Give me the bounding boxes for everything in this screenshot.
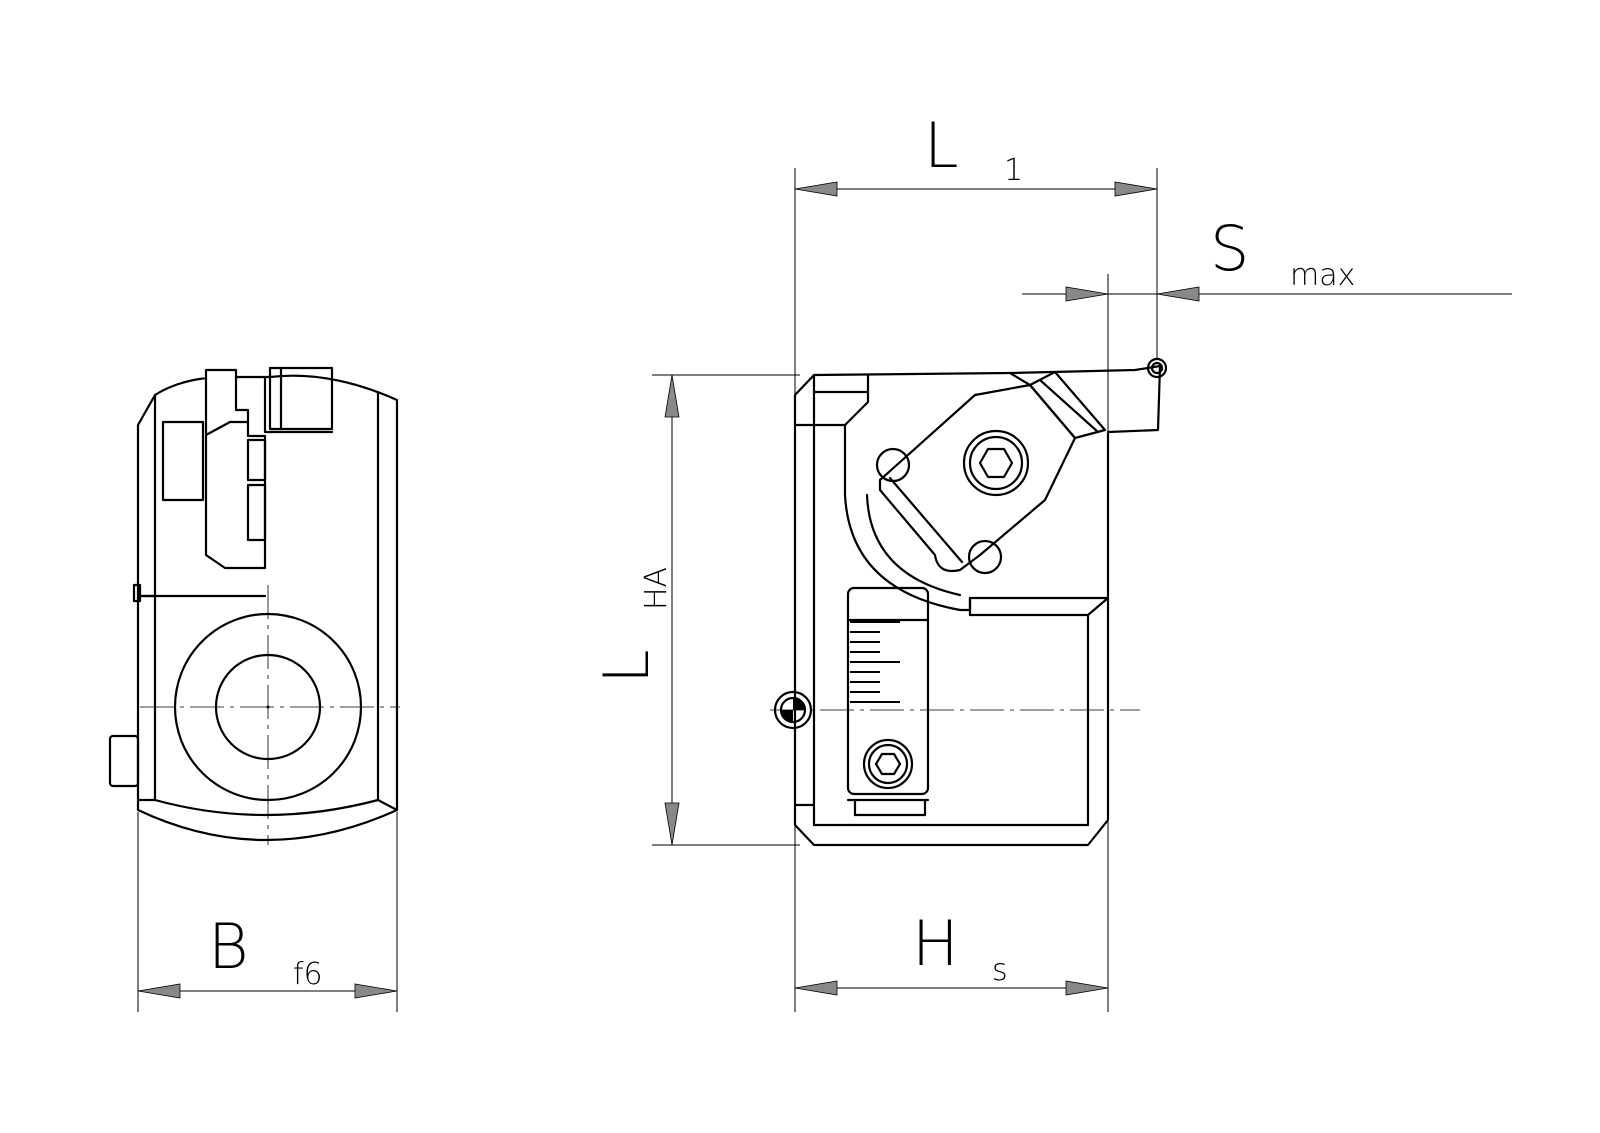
front-view-pocket xyxy=(843,493,1110,612)
dim-lha-label: L xyxy=(590,649,663,684)
side-view: B f6 xyxy=(108,366,400,1012)
side-view-outline xyxy=(136,368,399,841)
dim-smax-sub: max xyxy=(1290,258,1355,293)
side-view-insert xyxy=(268,366,334,431)
side-view-clamp xyxy=(204,375,267,570)
dim-smax-label: S xyxy=(1210,212,1249,285)
dim-b-sub: f6 xyxy=(293,957,323,992)
dim-l1-label: L xyxy=(924,109,959,182)
dim-b-label: B xyxy=(208,910,249,983)
front-view-scale-plate xyxy=(846,586,930,796)
hex-socket-screw-icon xyxy=(962,429,1030,497)
dim-l1-sub: 1 xyxy=(1004,153,1023,188)
dim-hs-label: H xyxy=(912,907,959,980)
dim-lha-sub: HA xyxy=(639,567,674,610)
scale-ticks xyxy=(850,621,900,703)
side-view-pin xyxy=(108,734,140,788)
hex-socket-screw-icon xyxy=(862,738,914,790)
dim-hs-sub: s xyxy=(992,953,1008,988)
front-view: L 1 S max L HA H s xyxy=(590,109,1512,1012)
front-view-insert xyxy=(1028,370,1107,440)
